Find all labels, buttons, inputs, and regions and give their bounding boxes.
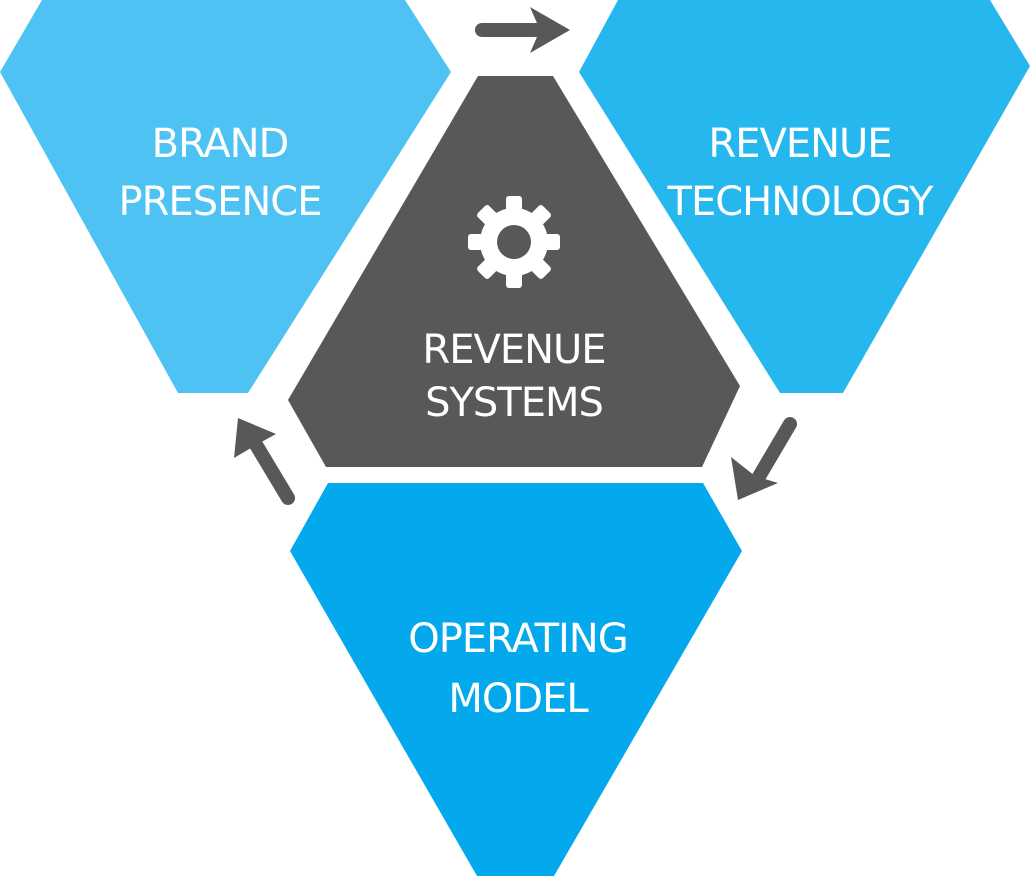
segment-operating-model: OPERATING MODEL bbox=[290, 483, 742, 876]
segment-operating-model-label-line2: MODEL bbox=[448, 676, 589, 722]
segment-revenue-technology-shape bbox=[579, 0, 1030, 393]
segment-brand-presence-label-line2: PRESENCE bbox=[119, 179, 322, 225]
segment-revenue-technology-label-line2: TECHNOLOGY bbox=[667, 179, 934, 225]
segment-revenue-technology-label-line1: REVENUE bbox=[708, 121, 891, 167]
segment-revenue-technology: REVENUE TECHNOLOGY bbox=[579, 0, 1030, 393]
segment-operating-model-label-line1: OPERATING bbox=[408, 616, 627, 662]
segment-brand-presence-label-line1: BRAND bbox=[152, 121, 289, 167]
arrow-icon-top bbox=[475, 7, 570, 53]
arrow-icon-left bbox=[234, 418, 295, 505]
center-revenue-systems: REVENUE SYSTEMS bbox=[288, 76, 740, 467]
gear-icon bbox=[468, 196, 560, 288]
arrow-icon-right bbox=[731, 417, 797, 500]
center-revenue-systems-label-line2: SYSTEMS bbox=[425, 380, 603, 426]
center-revenue-systems-label-line1: REVENUE bbox=[422, 327, 605, 373]
segment-brand-presence: BRAND PRESENCE bbox=[0, 0, 451, 393]
segment-brand-presence-shape bbox=[0, 0, 451, 393]
segment-operating-model-shape bbox=[290, 483, 742, 876]
